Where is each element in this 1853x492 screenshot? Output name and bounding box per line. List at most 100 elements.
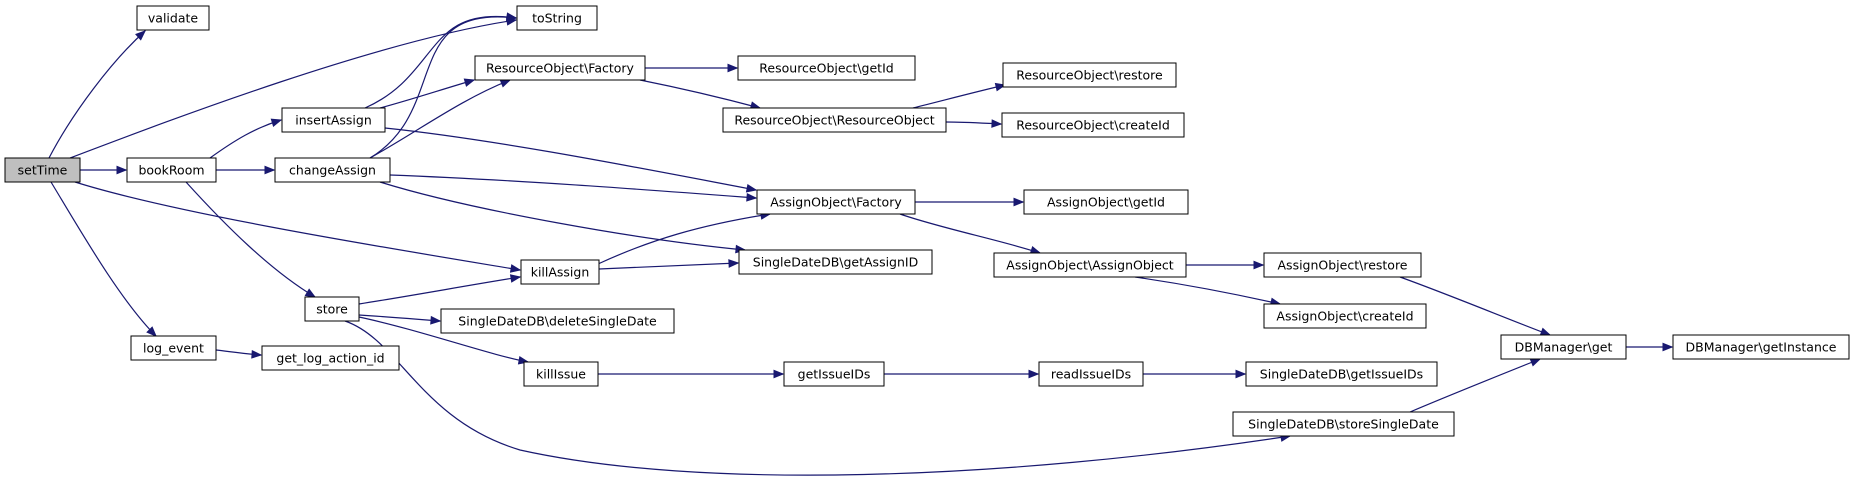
edge-settime-to-validate — [48, 30, 146, 159]
edge-line — [50, 181, 157, 337]
node-label: AssignObject\getId — [1047, 195, 1165, 210]
edge-line — [379, 79, 475, 109]
edge-line — [1134, 276, 1281, 305]
node-getissueids[interactable]: getIssueIDs — [783, 361, 885, 387]
edge-line — [912, 84, 1006, 109]
node-ao-restore[interactable]: AssignObject\restore — [1263, 252, 1422, 278]
arrowhead-icon — [116, 165, 128, 175]
arrowhead-icon — [1529, 358, 1542, 367]
edge-line — [358, 316, 529, 363]
node-ro-getid[interactable]: ResourceObject\getId — [737, 55, 916, 81]
node-ao-factory[interactable]: AssignObject\Factory — [756, 189, 916, 215]
edge-ro-ro-to-ro-restore — [912, 82, 1007, 109]
node-label: get_log_action_id — [276, 351, 384, 366]
arrowhead-icon — [499, 79, 512, 88]
edge-line — [185, 181, 316, 298]
arrowhead-icon — [991, 119, 1003, 128]
node-tostring[interactable]: toString — [516, 5, 598, 31]
node-box — [1672, 334, 1850, 360]
edge-line — [364, 15, 517, 109]
node-get-log-action-id[interactable]: get_log_action_id — [261, 345, 400, 371]
arrowhead-icon — [509, 274, 522, 283]
edge-ao-factory-to-ao-getid — [914, 197, 1025, 207]
arrowhead-icon — [506, 12, 518, 22]
node-bookroom[interactable]: bookRoom — [126, 157, 217, 183]
edge-settime-to-log-event — [50, 181, 157, 337]
node-sd-storesingledate[interactable]: SingleDateDB\storeSingleDate — [1232, 411, 1455, 437]
node-settime[interactable]: setTime — [4, 157, 81, 183]
edge-line — [1409, 358, 1541, 413]
node-label: bookRoom — [138, 163, 204, 178]
node-label: SingleDateDB\storeSingleDate — [1248, 417, 1439, 432]
arrowhead-icon — [270, 118, 283, 127]
edge-bookroom-to-changeassign — [216, 165, 276, 175]
edge-ro-ro-to-ro-createid — [945, 119, 1003, 128]
edge-insertassign-to-ro-factory — [379, 78, 476, 109]
edge-line — [639, 79, 761, 109]
node-readissueids[interactable]: readIssueIDs — [1038, 361, 1144, 387]
node-label: insertAssign — [295, 113, 372, 128]
arrowhead-icon — [745, 183, 758, 193]
node-ro-factory[interactable]: ResourceObject\Factory — [474, 55, 646, 81]
node-sd-getassignid[interactable]: SingleDateDB\getAssignID — [738, 249, 933, 275]
node-db-get[interactable]: DBManager\get — [1500, 334, 1627, 360]
arrowhead-icon — [509, 264, 522, 273]
node-label: ResourceObject\createId — [1016, 118, 1170, 133]
edge-store-to-sd-storesingledate — [344, 320, 1292, 476]
node-label: SingleDateDB\getAssignID — [753, 255, 918, 270]
node-ao-createid[interactable]: AssignObject\createId — [1263, 303, 1427, 329]
edge-bookroom-to-store — [185, 181, 317, 298]
edge-changeassign-to-tostring — [369, 12, 518, 159]
edge-line — [48, 30, 146, 159]
arrowhead-icon — [1539, 327, 1552, 336]
node-log-event[interactable]: log_event — [130, 335, 217, 361]
edge-store-to-sd-deletesingledate — [358, 314, 442, 325]
edge-line — [389, 174, 757, 199]
edge-readissueids-to-sd-getissueids — [1142, 369, 1247, 379]
node-label: setTime — [18, 163, 68, 178]
call-edges — [48, 12, 1674, 476]
node-label: validate — [148, 11, 198, 26]
edge-line — [379, 181, 746, 251]
node-box — [516, 5, 598, 31]
node-box — [1023, 189, 1189, 215]
arrowhead-icon — [1253, 260, 1265, 270]
arrowhead-icon — [463, 78, 476, 87]
node-label: getIssueIDs — [798, 367, 871, 382]
edge-changeassign-to-ro-factory — [369, 79, 512, 159]
node-db-getinstance[interactable]: DBManager\getInstance — [1672, 334, 1850, 360]
arrowhead-icon — [251, 349, 263, 359]
node-label: AssignObject\Factory — [770, 195, 902, 210]
edge-ro-factory-to-ro-ro — [639, 79, 762, 110]
edge-store-to-killassign — [358, 274, 522, 305]
node-validate[interactable]: validate — [136, 5, 210, 31]
node-box — [1038, 361, 1144, 387]
node-ro-createid[interactable]: ResourceObject\createId — [1001, 112, 1185, 138]
node-changeassign[interactable]: changeAssign — [274, 157, 391, 183]
node-killissue[interactable]: killIssue — [523, 361, 599, 387]
node-killassign[interactable]: killAssign — [520, 259, 600, 285]
arrowhead-icon — [727, 63, 739, 73]
node-label: ResourceObject\ResourceObject — [734, 113, 934, 128]
node-insertassign[interactable]: insertAssign — [281, 107, 386, 133]
node-ao-ao[interactable]: AssignObject\AssignObject — [993, 252, 1187, 278]
node-label: readIssueIDs — [1051, 367, 1131, 382]
edge-ao-ao-to-ao-restore — [1185, 260, 1265, 270]
node-label: store — [316, 302, 348, 317]
node-box — [136, 5, 210, 31]
edge-ao-factory-to-ao-ao — [899, 213, 1042, 255]
node-box — [520, 259, 600, 285]
node-label: AssignObject\AssignObject — [1006, 258, 1174, 273]
node-ao-getid[interactable]: AssignObject\getId — [1023, 189, 1189, 215]
node-sd-getissueids[interactable]: SingleDateDB\getIssueIDs — [1245, 361, 1438, 387]
node-box — [261, 345, 400, 371]
node-ro-ro[interactable]: ResourceObject\ResourceObject — [722, 107, 947, 133]
node-label: changeAssign — [289, 163, 376, 178]
node-label: AssignObject\createId — [1276, 309, 1413, 324]
arrowhead-icon — [146, 326, 157, 337]
node-sd-deletesingledate[interactable]: SingleDateDB\deleteSingleDate — [440, 308, 675, 334]
node-store[interactable]: store — [304, 296, 360, 322]
node-ro-restore[interactable]: ResourceObject\restore — [1002, 62, 1177, 88]
edge-line — [209, 119, 282, 159]
edge-bookroom-to-insertassign — [209, 118, 283, 159]
